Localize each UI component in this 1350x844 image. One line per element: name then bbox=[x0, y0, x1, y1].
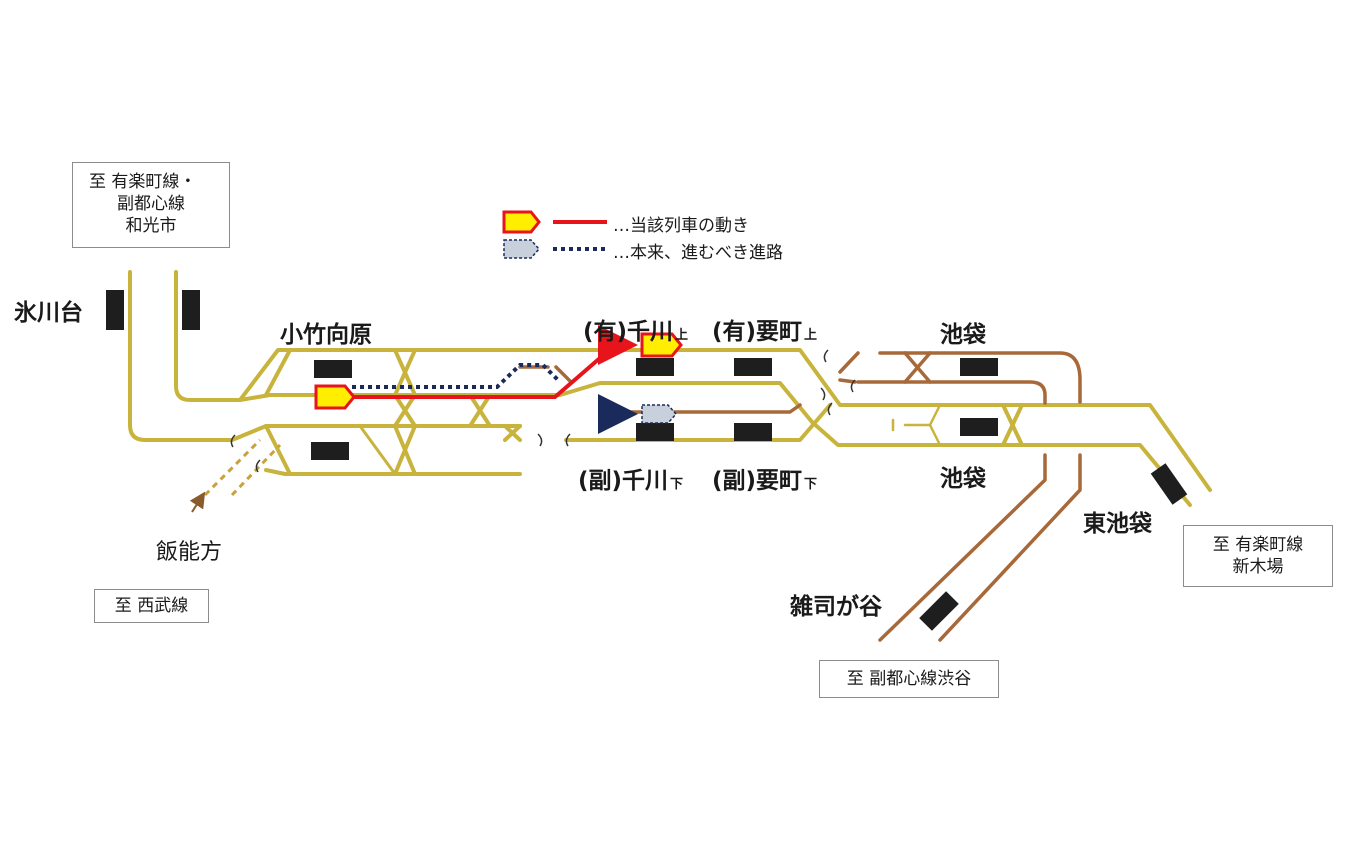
destination-shinkiba-line-2: 新木場 bbox=[1232, 557, 1284, 577]
station-senkawa-yu: (有)千川上 bbox=[583, 312, 688, 346]
platform-kanamecho-yu bbox=[734, 358, 772, 376]
legend-graphics bbox=[502, 210, 607, 259]
station-kanamecho-fuku-name: (副)要町 bbox=[712, 468, 803, 494]
station-senkawa-fuku-suffix: 下 bbox=[670, 477, 684, 492]
station-senkawa-fuku: (副)千川下 bbox=[578, 461, 683, 495]
direction-label-hanno: 飯能方 bbox=[156, 540, 223, 565]
legend-actual-train bbox=[502, 210, 541, 234]
planned-route bbox=[352, 363, 638, 434]
platform-hikawadai-1 bbox=[106, 290, 124, 330]
destination-seibu: 至 西武線 bbox=[94, 589, 209, 623]
destination-wakoshi-line-2: 副都心線 bbox=[117, 194, 185, 214]
platform-senkawa-fuku bbox=[636, 423, 674, 441]
platforms bbox=[106, 290, 1188, 631]
destination-shibuya-line-1: 至 副都心線渋谷 bbox=[846, 669, 972, 689]
train-current-position bbox=[314, 384, 356, 410]
actual-route bbox=[352, 325, 638, 399]
station-higashi-ikebukuro: 東池袋 bbox=[1083, 511, 1152, 537]
platform-senkawa-yu bbox=[636, 358, 674, 376]
station-kanamecho-fuku-suffix: 下 bbox=[804, 477, 818, 492]
train-actual-end bbox=[640, 332, 683, 358]
destination-shibuya: 至 副都心線渋谷 bbox=[819, 660, 999, 698]
destination-seibu-line-1: 至 西武線 bbox=[114, 596, 189, 616]
platform-higashi-ikebukuro bbox=[1150, 463, 1188, 505]
destination-shinkiba: 至 有楽町線 新木場 bbox=[1183, 525, 1333, 587]
legend-planned-train bbox=[503, 239, 541, 259]
station-senkawa-yu-name: (有)千川 bbox=[583, 319, 674, 345]
destination-wakoshi-line-3: 和光市 bbox=[125, 216, 177, 236]
hanno-direction-arrow bbox=[189, 491, 206, 513]
station-zoshigaya: 雑司が谷 bbox=[790, 594, 882, 620]
station-kotakemukaihara: 小竹向原 bbox=[280, 322, 372, 348]
seibu-connection bbox=[203, 438, 282, 497]
train-planned-end bbox=[641, 404, 678, 424]
platform-zoshigaya bbox=[919, 591, 959, 631]
boundary-markers bbox=[230, 349, 856, 473]
station-kanamecho-fuku: (副)要町下 bbox=[712, 461, 817, 495]
destination-shinkiba-line-1: 至 有楽町線 bbox=[1212, 535, 1304, 555]
platform-ikebukuro-fuku bbox=[960, 358, 998, 376]
destination-wakoshi: 至 有楽町線・ 副都心線 和光市 bbox=[72, 162, 230, 248]
platform-kotake-1 bbox=[314, 360, 352, 378]
platform-kotake-2 bbox=[311, 442, 349, 460]
platform-kanamecho-fuku bbox=[734, 423, 772, 441]
station-kanamecho-yu-name: (有)要町 bbox=[712, 319, 803, 345]
station-senkawa-yu-suffix: 上 bbox=[675, 328, 689, 343]
legend-actual-text: …当該列車の動き bbox=[613, 216, 749, 236]
destination-wakoshi-line-1: 至 有楽町線・ bbox=[89, 172, 197, 192]
station-ikebukuro-upper: 池袋 bbox=[940, 322, 986, 348]
station-hikawadai: 氷川台 bbox=[14, 300, 83, 326]
legend-planned-text: …本来、進むべき進路 bbox=[613, 243, 783, 263]
platform-hikawadai-2 bbox=[182, 290, 200, 330]
platform-ikebukuro-yu bbox=[960, 418, 998, 436]
station-senkawa-fuku-name: (副)千川 bbox=[578, 468, 669, 494]
station-ikebukuro-lower: 池袋 bbox=[940, 466, 986, 492]
station-kanamecho-yu: (有)要町上 bbox=[712, 312, 817, 346]
station-kanamecho-yu-suffix: 上 bbox=[804, 328, 818, 343]
